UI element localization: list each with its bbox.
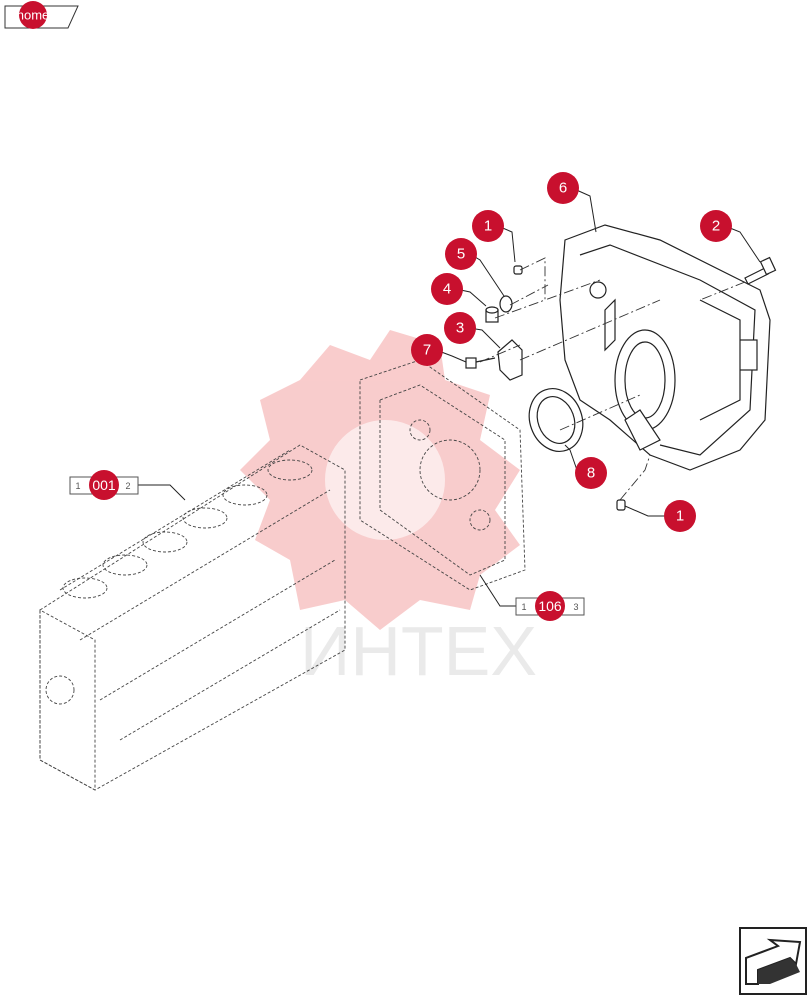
callout-label: 8 [587,465,595,482]
dowel-pin [513,265,523,275]
callout-1-bottom[interactable]: 1 [664,500,696,532]
reference-001[interactable]: 1 2 001 [69,470,139,500]
callout-label: 1 [676,508,684,525]
callout-5[interactable]: 5 [445,238,477,270]
washer [499,295,513,313]
callout-4[interactable]: 4 [431,273,463,305]
callout-label: 1 [484,218,492,235]
seal-ring [528,388,584,452]
screw [465,357,496,369]
ref-left-mark: 1 [75,481,80,491]
callout-label: 4 [443,281,451,298]
bolt [744,256,777,285]
ref-left-mark: 1 [521,602,526,612]
timing-plate [359,359,526,591]
callout-8[interactable]: 8 [575,457,607,489]
assembly-lines [479,257,746,501]
callout-7[interactable]: 7 [411,334,443,366]
dowel-pin-lower [616,499,626,511]
ref-right-mark: 3 [573,602,578,612]
callout-1-top[interactable]: 1 [472,210,504,242]
home-button[interactable]: home [4,1,79,29]
leader-lines [138,187,761,607]
ref-label: 106 [538,598,562,614]
ref-right-mark: 2 [125,481,130,491]
cover-plate [497,339,523,381]
arrow-page-icon[interactable] [739,927,807,995]
watermark: ИНТЕХ [240,330,537,690]
callout-label: 2 [712,218,720,235]
callout-label: 3 [456,320,464,337]
callout-6[interactable]: 6 [547,172,579,204]
plug [485,306,499,323]
callout-label: 7 [423,342,431,359]
callout-3[interactable]: 3 [444,312,476,344]
callout-label: 5 [457,246,465,263]
watermark-text: ИНТЕХ [300,612,537,690]
ref-label: 001 [92,477,116,493]
callout-2[interactable]: 2 [700,210,732,242]
home-label: home [17,8,50,23]
reference-106[interactable]: 1 3 106 [515,591,585,621]
engine-block [39,444,346,791]
callout-label: 6 [559,180,567,197]
flywheel-housing [559,224,771,471]
